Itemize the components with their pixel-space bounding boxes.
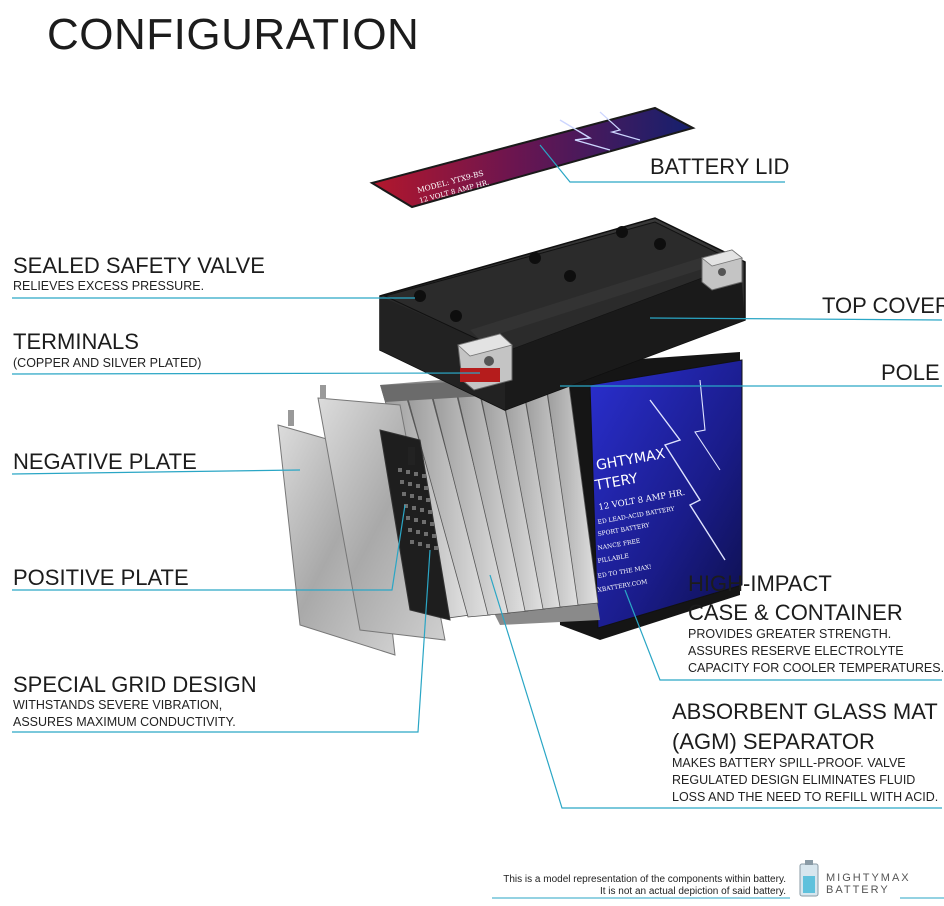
high-impact-title-2: CASE & CONTAINER [688, 600, 903, 625]
battery-lid-sticker: MODEL: YTX9-BS 12 VOLT 8 AMP HR. [369, 106, 696, 209]
page-title: CONFIGURATION [47, 10, 420, 59]
agm-desc-3: LOSS AND THE NEED TO REFILL WITH ACID. [672, 790, 939, 804]
disclaimer-line-2: It is not an actual depiction of said ba… [599, 886, 786, 897]
terminals-desc: (COPPER AND SILVER PLATED) [13, 356, 202, 370]
sealed-safety-valve-label: SEALED SAFETY VALVE [13, 253, 265, 278]
logo-battery-icon [799, 860, 819, 897]
grid-plate [379, 429, 451, 621]
sealed-safety-valve-desc: RELIEVES EXCESS PRESSURE. [13, 279, 205, 293]
brand-logo-line-1: MIGHTYMAX [826, 872, 911, 884]
battery-case: GHTYMAX TTERY 12 VOLT 8 AMP HR. ED LEAD-… [555, 352, 743, 640]
disclaimer: This is a model representation of the co… [503, 874, 786, 898]
leader-lines [11, 144, 943, 809]
high-impact-desc-2: ASSURES RESERVE ELECTROLYTE [688, 644, 904, 658]
positive-plate-label: POSITIVE PLATE [13, 565, 189, 590]
brand-logo: MIGHTYMAX BATTERY [826, 872, 911, 896]
agm-desc-1: MAKES BATTERY SPILL-PROOF. VALVE [672, 756, 906, 770]
special-grid-design-desc-1: WITHSTANDS SEVERE VIBRATION, [13, 698, 223, 712]
agm-title-1: ABSORBENT GLASS MAT [672, 699, 938, 724]
terminal-negative [701, 249, 743, 291]
pole-label: POLE [881, 360, 940, 385]
terminals-label: TERMINALS [13, 329, 139, 354]
disclaimer-line-1: This is a model representation of the co… [503, 874, 786, 885]
high-impact-desc-1: PROVIDES GREATER STRENGTH. [688, 627, 892, 641]
negative-plate-label: NEGATIVE PLATE [13, 449, 197, 474]
case-brand-2: TTERY [593, 471, 640, 494]
special-grid-design-desc-2: ASSURES MAXIMUM CONDUCTIVITY. [13, 715, 236, 729]
high-impact-desc-3: CAPACITY FOR COOLER TEMPERATURES. [688, 661, 944, 675]
high-impact-title-1: HIGH-IMPACT [688, 571, 832, 596]
brand-logo-line-2: BATTERY [826, 883, 890, 896]
agm-desc-2: REGULATED DESIGN ELIMINATES FLUID [672, 773, 916, 787]
agm-title-2: (AGM) SEPARATOR [672, 729, 875, 754]
special-grid-design-label: SPECIAL GRID DESIGN [13, 672, 257, 697]
battery-lid-label: BATTERY LID [650, 154, 790, 179]
top-cover-label: TOP COVER [822, 293, 944, 318]
terminal-positive [457, 333, 513, 391]
